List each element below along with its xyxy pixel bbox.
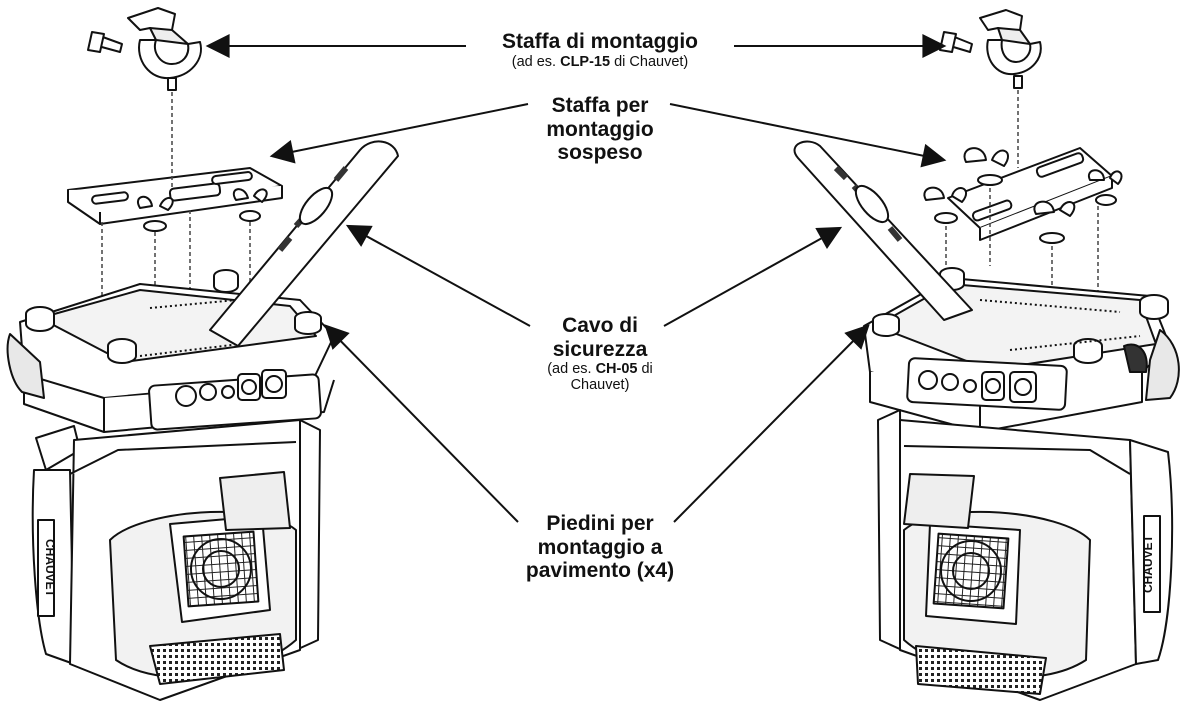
mount-bracket-title: Staffa di montaggio	[502, 30, 698, 53]
right-safety-cable-icon	[793, 140, 973, 321]
safety-cable-note: (ad es. CH-05 di	[547, 361, 653, 378]
left-base-icon	[6, 269, 335, 433]
right-guide-lines	[945, 90, 1099, 320]
arrow-feet-right	[673, 324, 870, 523]
right-hanging-bracket-icon	[923, 147, 1123, 244]
label-safety-cable: Cavo di sicurezza (ad es. CH-05 di Chauv…	[500, 314, 700, 394]
left-fixture: CHAUVET	[6, 7, 399, 701]
label-hanging-bracket: Staffa per montaggio sospeso	[546, 94, 654, 165]
label-floor-feet: Piedini per montaggio a pavimento (x4)	[525, 512, 675, 583]
svg-text:CHAUVET: CHAUVET	[43, 539, 57, 598]
arrow-cable-left	[345, 224, 531, 327]
left-safety-cable-icon	[209, 140, 399, 347]
arrow-cable-right	[663, 226, 843, 327]
left-clamp-icon	[87, 7, 202, 91]
svg-text:CHAUVET: CHAUVET	[1141, 534, 1155, 593]
right-clamp-icon	[939, 9, 1042, 89]
arrow-hanging-right	[669, 103, 947, 168]
left-head-icon: CHAUVET	[31, 419, 321, 701]
mount-bracket-note: (ad es. CLP-15 di Chauvet)	[511, 53, 689, 70]
left-guide-lines	[101, 92, 251, 330]
label-mount-bracket: Staffa di montaggio (ad es. CLP-15 di Ch…	[440, 30, 760, 70]
arrow-hanging-left	[269, 103, 529, 164]
right-head-icon: CHAUVET	[877, 409, 1174, 701]
arrow-feet-left	[324, 324, 519, 523]
right-fixture: CHAUVET	[793, 9, 1180, 701]
right-base-icon	[863, 267, 1180, 433]
left-hanging-bracket-icon	[67, 167, 283, 232]
leader-arrows	[205, 34, 947, 523]
